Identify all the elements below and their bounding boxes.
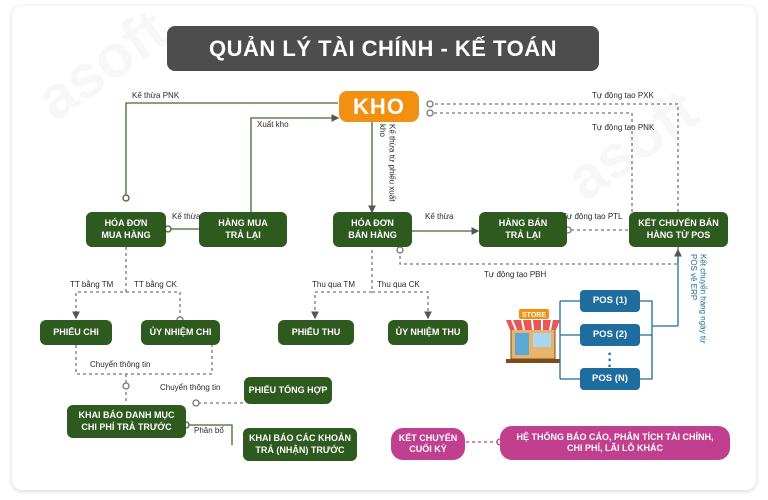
node-pos-1[interactable]: POS (1): [580, 290, 640, 312]
connector-dot: [122, 382, 130, 390]
connector-tu-dong-tao-pbh: [399, 247, 679, 265]
label-ket-chuyen-hang-ngay: Kết chuyển hàng ngày từ POS về ERP: [689, 254, 708, 344]
label-tt-bang-ck: TT bằng CK: [134, 280, 177, 289]
label-phan-bo: Phân bổ: [194, 426, 224, 435]
label-ke-thua-tu-phieu-xuat-kho: Kế thừa từ phiếu xuất kho: [378, 124, 397, 202]
label-tt-bang-tm: TT bằng TM: [70, 280, 114, 289]
connector-pos1-merge: [640, 300, 653, 380]
node-hoa-don-mua-hang[interactable]: HÓA ĐƠN MUA HÀNG: [86, 212, 166, 247]
label-chuyen-thong-tin-2: Chuyển thông tin: [160, 383, 221, 392]
connector-dot: [192, 399, 200, 407]
connector-thu-ck: [372, 291, 432, 320]
node-khai-bao-danh-muc-chi-phi-tra-truoc[interactable]: KHAI BÁO DANH MỤC CHI PHÍ TRẢ TRƯỚC: [67, 405, 186, 438]
connector-dot: [426, 100, 434, 108]
store-sign: STORE: [522, 312, 546, 319]
label-chuyen-thong-tin-1: Chuyển thông tin: [90, 360, 151, 369]
node-phieu-thu[interactable]: PHIẾU THU: [278, 320, 354, 345]
node-kho[interactable]: KHO: [339, 91, 419, 122]
connector-hoa-don-mua-thanh-toan: [72, 247, 127, 320]
connector-dot: [396, 246, 404, 254]
label-ke-thua-mua: Kế thừa: [172, 212, 201, 221]
node-ket-chuyen-cuoi-ky[interactable]: KẾT CHUYỂN CUỐI KỲ: [391, 428, 465, 460]
node-phieu-chi[interactable]: PHIẾU CHI: [40, 320, 112, 345]
connector-hang-mua-tra-lai-kho: [250, 114, 340, 212]
label-ke-thua-pnk: Kế thừa PNK: [132, 91, 180, 100]
connector-kho-hoa-don-mua: [125, 102, 338, 196]
node-uy-nhiem-thu[interactable]: ỦY NHIỆM THU: [388, 320, 468, 345]
connector-phan-bo: [186, 424, 233, 445]
connector-dot: [122, 194, 130, 202]
label-thu-qua-tm: Thu qua TM: [312, 280, 355, 289]
label-thu-qua-ck: Thu qua CK: [377, 280, 420, 289]
connector-tu-dong-tao-pnk: [432, 112, 633, 212]
label-ke-thua-ban: Kế thừa: [425, 212, 454, 221]
label-tu-dong-tao-ptl: Tự động tạo PTL: [562, 212, 623, 221]
node-he-thong-bao-cao[interactable]: HỆ THỐNG BÁO CÁO, PHÂN TÍCH TÀI CHÍNH, C…: [500, 426, 730, 460]
connector-chuyen-thong-tin-1: [75, 345, 213, 375]
node-hang-mua-tra-lai[interactable]: HÀNG MUA TRẢ LẠI: [199, 212, 287, 247]
node-khai-bao-cac-khoan-tra-nhan-truoc[interactable]: KHAI BÁO CÁC KHOẢN TRẢ (NHẬN) TRƯỚC: [243, 428, 357, 461]
pos-ellipsis: ···: [607, 346, 613, 375]
node-phieu-tong-hop[interactable]: PHIẾU TỔNG HỢP: [244, 377, 332, 404]
connector-hoa-don-ban-thu: [311, 250, 373, 320]
connector-tu-dong-tao-pxk: [432, 103, 679, 212]
node-hoa-don-ban-hang[interactable]: HÓA ĐƠN BÁN HÀNG: [333, 212, 412, 247]
node-uy-nhiem-chi[interactable]: ỦY NHIỆM CHI: [141, 320, 220, 345]
connector-dot: [426, 109, 434, 117]
connector-thanh-toan-ck: [126, 291, 181, 318]
label-tu-dong-tao-pbh: Tự động tạo PBH: [484, 270, 547, 279]
label-tu-dong-tao-pnk: Tự động tạo PNK: [592, 123, 655, 132]
node-hang-ban-tra-lai[interactable]: HÀNG BÁN TRẢ LẠI: [479, 212, 567, 247]
node-ket-chuyen-ban-hang-tu-pos[interactable]: KẾT CHUYỂN BÁN HÀNG TỪ POS: [629, 212, 728, 247]
node-pos-2[interactable]: POS (2): [580, 324, 640, 346]
label-tu-dong-tao-pxk: Tự động tạo PXK: [592, 91, 654, 100]
node-pos-n[interactable]: POS (N): [580, 368, 640, 390]
label-xuat-kho: Xuất kho: [257, 120, 289, 129]
page-title: QUẢN LÝ TÀI CHÍNH - KẾ TOÁN: [167, 26, 599, 71]
store-illustration: STORE: [506, 309, 560, 363]
